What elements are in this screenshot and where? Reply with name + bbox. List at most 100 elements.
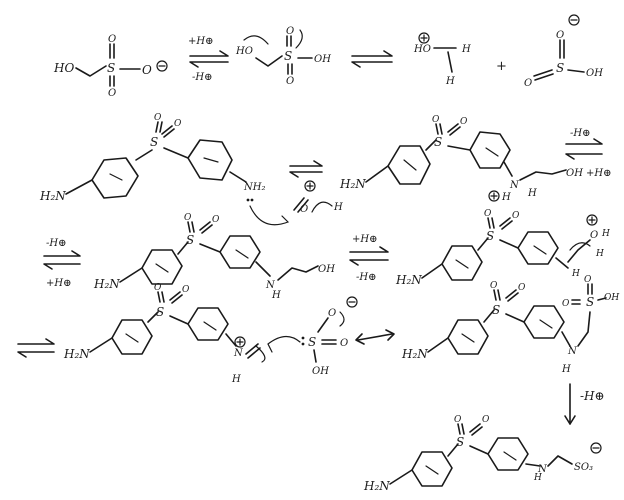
label-h: H <box>527 188 537 199</box>
label-h-right: H <box>461 44 471 55</box>
label-ho: HO <box>235 46 253 57</box>
chain-bond <box>277 265 319 281</box>
label-o: O <box>518 283 526 293</box>
label-h2n: H₂N <box>339 177 366 191</box>
label-s: S <box>150 135 158 149</box>
label-s: S <box>556 61 564 75</box>
label-s: S <box>156 305 164 319</box>
label-h: H <box>333 202 343 213</box>
cond-plus-h: +H⊕ <box>46 278 71 289</box>
cond-plus-h: +H⊕ <box>352 234 377 245</box>
curved-arrow <box>295 29 303 49</box>
label-s: S <box>186 233 194 247</box>
equilibrium-arrow-2 <box>351 50 393 68</box>
oxonium-intermediate: H₂N S O O H O H H <box>395 209 610 287</box>
label-s: S <box>284 49 292 63</box>
label-o: O <box>300 204 308 215</box>
label-o-left: O <box>562 299 570 309</box>
label-h2n: H₂N <box>39 189 66 203</box>
benzene-ring-1 <box>141 249 183 285</box>
equilibrium-arrow-1: +H⊕ -H⊕ <box>188 36 229 83</box>
label-s: S <box>308 335 316 349</box>
chain-bond <box>255 55 283 67</box>
hemiaminal: H₂N S O O N H OH <box>93 213 335 301</box>
chain-bond <box>577 311 591 347</box>
chain-bond <box>547 455 573 467</box>
curved-arrow <box>569 242 591 251</box>
equilibrium-arrow-4: -H⊕ +H⊕ <box>565 128 611 179</box>
curved-arrow <box>339 311 345 327</box>
negative-charge-icon <box>568 14 580 26</box>
label-n: N <box>537 464 548 475</box>
cond-plus-h: +H⊕ <box>188 36 213 47</box>
benzene-ring-1 <box>447 319 489 355</box>
equilibrium-arrow-7 <box>17 338 55 358</box>
label-s: S <box>107 61 115 75</box>
label-o-top: O <box>108 34 116 45</box>
cond-minus-h: -H⊕ <box>570 128 590 139</box>
label-o: O <box>484 209 492 219</box>
curved-arrow <box>255 345 266 363</box>
benzene-ring-2 <box>487 437 529 471</box>
label-nh2: NH₂ <box>243 182 265 193</box>
resonance-arrow <box>355 329 395 345</box>
label-o: O <box>490 281 498 291</box>
label-h2n: H₂N <box>363 479 390 493</box>
label-o: O <box>184 213 192 223</box>
label-h: H <box>561 364 571 375</box>
label-h-bottom: H <box>445 76 455 87</box>
label-h: H <box>533 473 542 483</box>
label-oh: OH <box>312 366 329 377</box>
benzene-ring-2 <box>523 305 565 339</box>
label-o: O <box>154 283 162 293</box>
label-so3: SO₃ <box>574 462 593 473</box>
label-o: O <box>182 285 190 295</box>
benzene-ring-1 <box>111 319 153 355</box>
label-s: S <box>434 135 442 149</box>
label-o-top: O <box>584 275 592 285</box>
label-o-minus: O <box>142 63 152 77</box>
dapsone-amine: H₂N S O O NH₂ <box>39 113 290 226</box>
label-o: O <box>212 215 220 225</box>
label-s: S <box>456 435 464 449</box>
label-o-top: O <box>556 30 564 41</box>
label-oh: OH <box>604 293 619 303</box>
negative-charge-icon <box>346 296 358 308</box>
label-h2n: H₂N <box>401 347 428 361</box>
label-h: H <box>571 269 580 279</box>
positive-charge-icon <box>304 180 316 192</box>
positive-charge-icon <box>418 32 430 44</box>
label-oh: OH <box>586 68 603 79</box>
label-o-left: O <box>524 78 532 89</box>
label-s: S <box>486 229 494 243</box>
plus-sign: + <box>496 59 507 74</box>
negative-charge-icon <box>156 60 168 72</box>
benzene-ring-2 <box>219 235 261 269</box>
curved-arrow <box>249 205 290 226</box>
formaldehyde: HO H H <box>413 32 471 87</box>
cond-minus-h: -H⊕ <box>192 72 212 83</box>
label-ho: HO <box>413 44 431 55</box>
label-o-right: O <box>340 338 348 349</box>
sulfonate-adduct: H₂N S O O N H S O O OH <box>401 275 619 375</box>
chain-bond <box>519 169 567 181</box>
label-oh: OH <box>314 54 331 65</box>
chain-bond <box>75 65 107 77</box>
label-n: N <box>233 348 244 359</box>
curved-arrow <box>267 335 301 353</box>
label-o: O <box>454 415 462 425</box>
label-o: O <box>482 415 490 425</box>
label-n: N <box>567 346 578 357</box>
benzene-ring-2 <box>187 307 229 341</box>
final-product: H₂N S O O N H SO₃ <box>363 415 602 493</box>
label-h: H <box>271 290 281 301</box>
curved-arrow <box>311 201 333 213</box>
label-o-top: O <box>286 26 294 37</box>
label-o2: O <box>174 119 182 129</box>
positive-charge-icon <box>586 214 598 226</box>
label-h: H <box>595 249 604 259</box>
bisulfite-nucleophile: S O O OH <box>267 296 358 377</box>
benzene-ring-2 <box>517 231 559 265</box>
positive-charge-icon <box>234 336 246 348</box>
equilibrium-arrow-3 <box>289 160 323 178</box>
